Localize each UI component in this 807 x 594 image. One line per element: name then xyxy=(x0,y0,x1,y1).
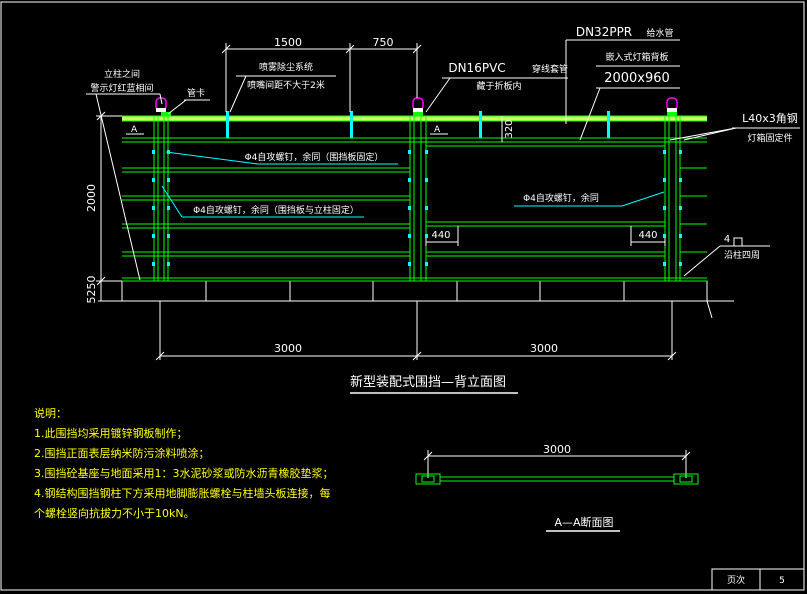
label-lightbox-2: 2000x960 xyxy=(604,71,670,86)
dim-320: 320 xyxy=(504,119,515,138)
fence-elevation: A A xyxy=(98,97,734,302)
dimensions: 1500 750 3000 3000 2000 250 5 320 440 44… xyxy=(85,36,677,361)
label-screw-1: Φ4自攻螺钉，余同（围挡板固定） xyxy=(245,151,384,163)
dim-440-left: 440 xyxy=(431,230,450,241)
dim-height-2000: 2000 xyxy=(85,184,98,212)
lightbox-panel xyxy=(425,141,666,223)
dim-bottom-right: 3000 xyxy=(530,342,558,355)
label-angle-1: L40x3角钢 xyxy=(742,112,798,125)
section-title: A—A断面图 xyxy=(554,515,613,529)
dim-base-5: 5 xyxy=(85,297,98,304)
spray-nozzles xyxy=(226,111,610,138)
label-spray-1: 喷雾除尘系统 xyxy=(259,61,313,73)
label-spray-2: 喷嘴间距不大于2米 xyxy=(247,79,325,91)
label-screw-2: Φ4自攻螺钉，余同（围挡板与立柱固定） xyxy=(193,204,359,216)
note-item-5: 个螺栓竖向抗拔力不小于10kN。 xyxy=(34,507,195,520)
note-item-4: 4.钢结构围挡钢柱下方采用地脚膨胀螺栓与柱墙头板连接，每 xyxy=(34,487,331,500)
note-item-3: 3.围挡砼基座与地面采用1：3水泥砂浆或防水沥青橡胶垫浆； xyxy=(34,467,334,480)
dim-base-250: 250 xyxy=(85,276,98,297)
section-marker-left: A xyxy=(131,125,138,135)
note-item-1: 1.此围挡均采用镀锌钢板制作； xyxy=(34,427,188,440)
dim-440-right: 440 xyxy=(638,230,657,241)
section-aa: 3000 A—A断面图 xyxy=(415,443,699,532)
page-label: 页次 xyxy=(727,574,745,586)
label-ppr-2: 给水管 xyxy=(646,27,673,39)
column-middle xyxy=(409,115,427,282)
label-screw-3: Φ4自攻螺钉，余同 xyxy=(523,192,599,204)
label-lightbox-1: 嵌入式灯箱背板 xyxy=(605,51,668,63)
dim-bottom-left: 3000 xyxy=(274,342,302,355)
drawing-title: 新型装配式围挡—背立面图 xyxy=(350,374,506,390)
design-notes: 说明： 1.此围挡均采用镀锌钢板制作； 2.围挡正面表层纳米防污涂料喷涂； 3.… xyxy=(34,404,364,524)
title-block: 页次 5 xyxy=(711,568,805,591)
dim-top-1500: 1500 xyxy=(274,36,302,49)
label-weld-note: 沿柱四周 xyxy=(724,249,760,261)
page-number: 5 xyxy=(779,576,785,586)
label-weld-size: 4 xyxy=(724,234,730,245)
label-warning-lamp-1: 立柱之间 xyxy=(104,68,140,80)
label-pvc-1: DN16PVC xyxy=(448,61,505,75)
note-item-2: 2.围挡正面表层纳米防污涂料喷涂； xyxy=(34,447,210,460)
label-pvc-2: 穿线套管 xyxy=(532,63,568,75)
warning-lamp-middle xyxy=(412,97,424,112)
label-pvc-3: 藏于折板内 xyxy=(476,80,521,92)
label-ppr-1: DN32PPR xyxy=(576,25,632,39)
column-right xyxy=(664,115,681,282)
pipe-clamps xyxy=(161,112,677,116)
label-pipe-clamp: 管卡 xyxy=(187,87,205,99)
warning-lamp-right xyxy=(666,97,678,112)
label-angle-2: 灯箱固定件 xyxy=(747,132,792,144)
callouts: 立柱之间 警示灯红蓝相间 管卡 喷雾除尘系统 喷嘴间距不大于2米 DN16PVC… xyxy=(86,25,800,319)
dim-top-750: 750 xyxy=(373,36,394,49)
label-warning-lamp-2: 警示灯红蓝相间 xyxy=(90,82,153,94)
section-dim-3000: 3000 xyxy=(543,443,571,456)
concrete-base xyxy=(121,280,708,302)
notes-heading: 说明： xyxy=(34,407,67,420)
section-marker-right: A xyxy=(434,125,441,135)
